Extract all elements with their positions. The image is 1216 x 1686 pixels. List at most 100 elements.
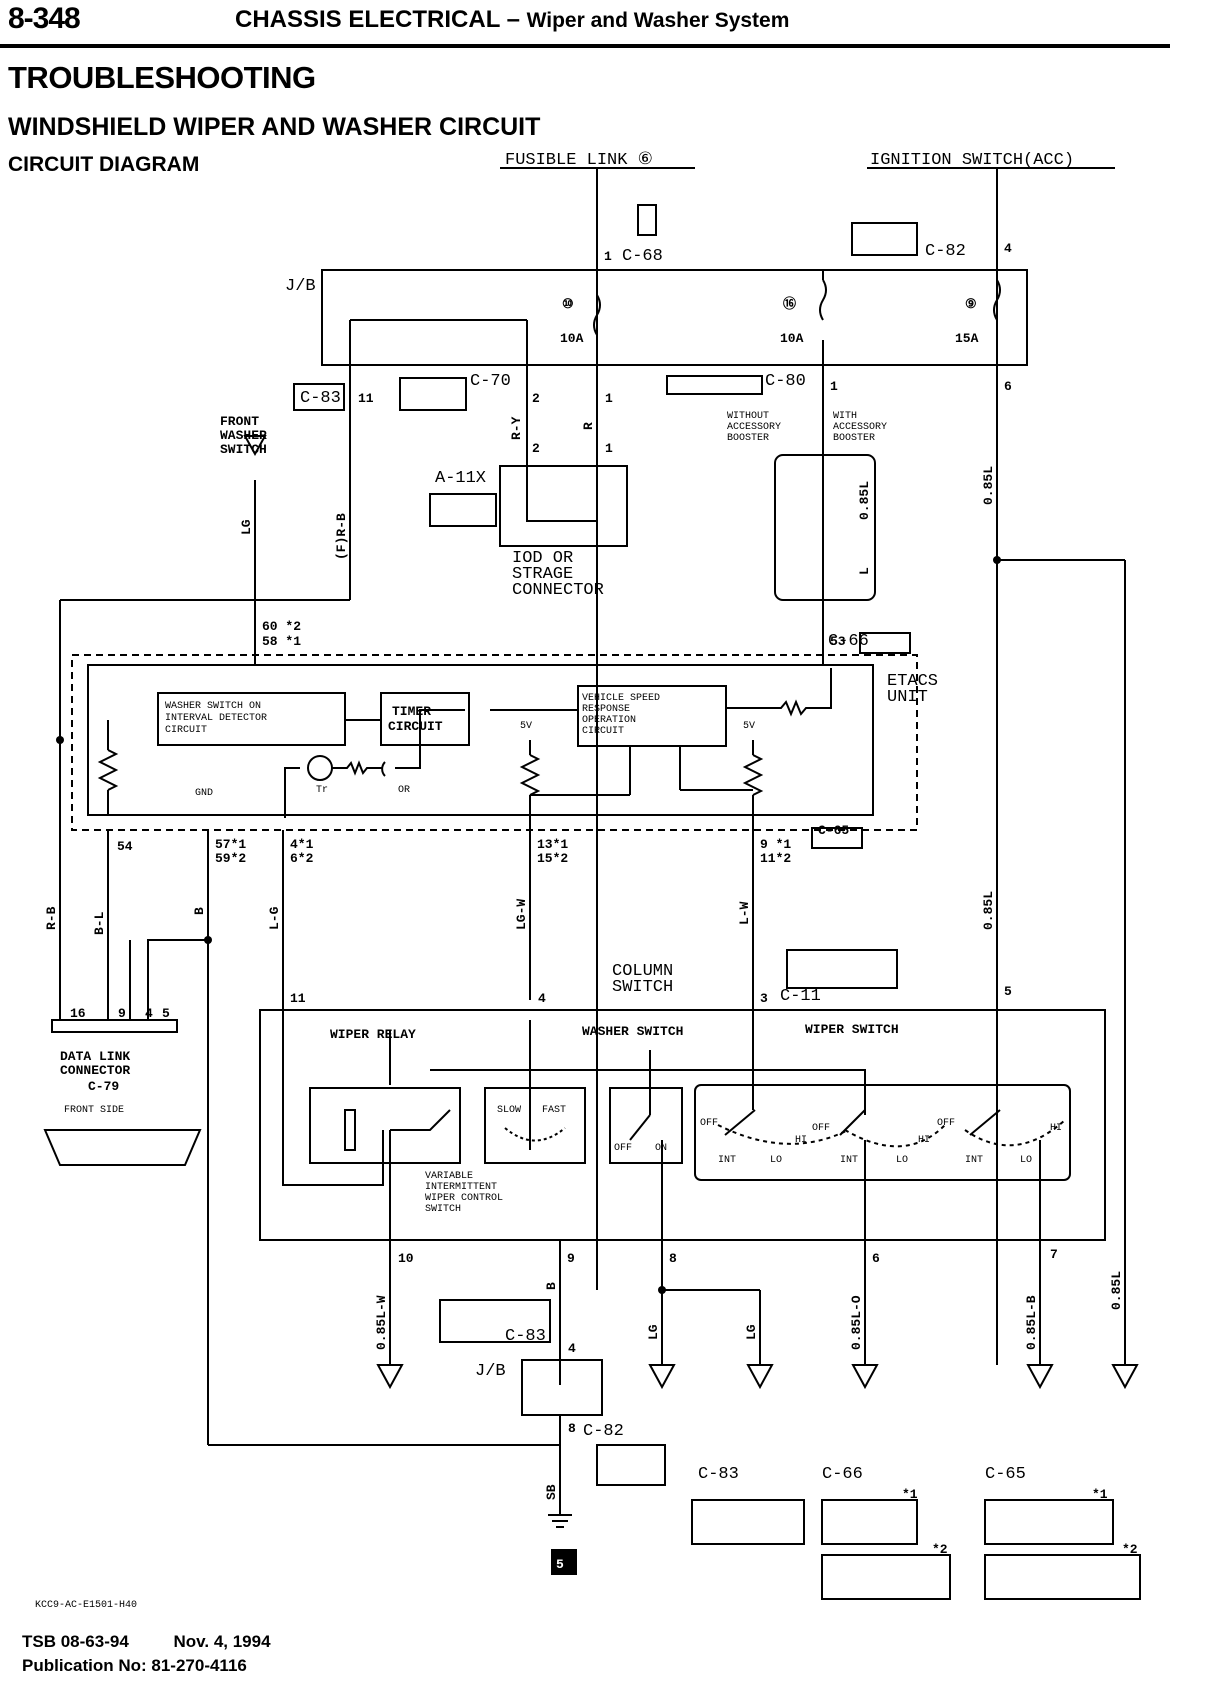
five-v-right: 5V bbox=[743, 721, 755, 732]
ground-number: 5 bbox=[556, 1557, 564, 1572]
pin-57: 57*1 bbox=[215, 837, 246, 852]
pin-2-iod: 2 bbox=[532, 441, 540, 456]
c66-note1: *1 bbox=[902, 1487, 918, 1502]
fuse10-left-num: ⑩ bbox=[562, 297, 574, 312]
iod-3: CONNECTOR bbox=[512, 581, 604, 600]
pin-54: 54 bbox=[117, 839, 133, 854]
data-link-trapezoid bbox=[43, 1129, 202, 1166]
timer-2: CIRCUIT bbox=[388, 719, 443, 734]
column-switch-1: COLUMN bbox=[612, 962, 673, 981]
pin-16-dl: 16 bbox=[70, 1006, 86, 1021]
speed-1: VEHICLE SPEED bbox=[582, 693, 660, 704]
ws-on-label: ON bbox=[655, 1143, 667, 1154]
pin-9-bottom: 9 bbox=[567, 1251, 575, 1266]
with-1: WITH bbox=[833, 411, 857, 422]
page-number: 8-348 bbox=[8, 2, 81, 35]
fusible-link-label: FUSIBLE LINK ⑥ bbox=[505, 151, 653, 170]
wsw-off-1: OFF bbox=[700, 1118, 718, 1129]
column-switch-2: SWITCH bbox=[612, 978, 673, 997]
chapter-name: CHASSIS ELECTRICAL bbox=[235, 6, 500, 33]
five-v-mid: 5V bbox=[520, 721, 532, 732]
datalink-1: DATA LINK bbox=[60, 1049, 130, 1064]
wire-label-r: R bbox=[581, 422, 596, 430]
wire-label-b: B bbox=[192, 907, 207, 915]
with-3: BOOSTER bbox=[833, 433, 875, 444]
pin-53: 53 bbox=[830, 634, 846, 649]
washer-switch-label: WASHER SWITCH bbox=[582, 1024, 683, 1039]
pin-11-etacs: 11*2 bbox=[760, 851, 791, 866]
pin-8-jb-lower: 8 bbox=[568, 1421, 576, 1436]
slow-label: SLOW bbox=[497, 1105, 521, 1116]
front-washer-1: FRONT bbox=[220, 414, 259, 429]
wire-label-l: L bbox=[857, 567, 872, 575]
ground-5-box bbox=[551, 1549, 577, 1575]
front-washer-3: SWITCH bbox=[220, 442, 267, 457]
wsw-hi-1: HI bbox=[795, 1135, 807, 1146]
pin-1-c80: 1 bbox=[830, 379, 838, 394]
wiper-relay-box bbox=[309, 1087, 461, 1164]
c66-note2: *2 bbox=[932, 1542, 948, 1557]
vehicle-speed-box bbox=[577, 685, 727, 747]
c65-ref-label: C-65 bbox=[985, 1465, 1026, 1484]
wire-label-lg-top: LG bbox=[239, 519, 254, 535]
a11x-label: A-11X bbox=[435, 469, 486, 488]
wsw-int-3: INT bbox=[965, 1155, 983, 1166]
pin-7-bottom: 7 bbox=[1050, 1247, 1058, 1262]
c68-label: C-68 bbox=[622, 247, 663, 266]
pin-9-etacs: 9 *1 bbox=[760, 837, 791, 852]
fuse-10a-right bbox=[819, 279, 827, 321]
fuse10-right-amp: 10A bbox=[780, 331, 804, 346]
c66-ref-label: C-66 bbox=[822, 1465, 863, 1484]
connector-c66-icon bbox=[859, 632, 911, 654]
etacs-2: UNIT bbox=[887, 688, 928, 707]
fuse9-num: ⑨ bbox=[965, 297, 977, 312]
wsw-hi-2: HI bbox=[918, 1135, 930, 1146]
etacs-unit-box bbox=[87, 664, 874, 816]
pin-2-c70: 2 bbox=[532, 391, 540, 406]
fuse16-num: ⑯ bbox=[783, 296, 796, 312]
datalink-2: CONNECTOR bbox=[60, 1063, 130, 1078]
fuse15-amp: 15A bbox=[955, 331, 979, 346]
c83-ref-label: C-83 bbox=[698, 1465, 739, 1484]
tsb-number: TSB 08-63-94 bbox=[22, 1632, 129, 1651]
variable-2: INTERMITTENT bbox=[425, 1182, 497, 1193]
c66-label: C-66 bbox=[828, 632, 869, 651]
gnd-label: GND bbox=[195, 788, 213, 799]
wsw-lo-3: LO bbox=[1020, 1155, 1032, 1166]
connector-c83-ref bbox=[691, 1499, 805, 1545]
wire-label-085l-mid: 0.85L bbox=[981, 891, 996, 930]
wsw-off-2: OFF bbox=[812, 1123, 830, 1134]
pin-1-c70: 1 bbox=[605, 391, 613, 406]
c83-lower-label: C-83 bbox=[505, 1327, 546, 1346]
fast-label: FAST bbox=[542, 1105, 566, 1116]
washer-switch-box bbox=[609, 1087, 683, 1164]
connector-c80-icon bbox=[666, 375, 763, 395]
detector-3: CIRCUIT bbox=[165, 725, 207, 736]
junction-block-lower bbox=[521, 1359, 603, 1416]
wire-label-frb: (F)R-B bbox=[334, 513, 349, 560]
resistor-left bbox=[97, 749, 119, 791]
variable-1: VARIABLE bbox=[425, 1171, 473, 1182]
wsw-int-2: INT bbox=[840, 1155, 858, 1166]
pin-9-dl: 9 bbox=[118, 1006, 126, 1021]
junction-block bbox=[321, 269, 1028, 366]
sub-title: CIRCUIT DIAGRAM bbox=[8, 153, 200, 176]
connector-c65-ref2 bbox=[984, 1554, 1141, 1600]
pin-4-col: 4 bbox=[538, 991, 546, 1006]
chapter-title: CHASSIS ELECTRICAL – Wiper and Washer Sy… bbox=[235, 6, 789, 34]
pin-6-etacs: 6*2 bbox=[290, 851, 314, 866]
pin-15: 15*2 bbox=[537, 851, 568, 866]
timer-1: TIMER bbox=[392, 704, 431, 719]
iod-1: IOD OR bbox=[512, 549, 573, 568]
pin-1-iod: 1 bbox=[605, 441, 613, 456]
connector-c65-icon bbox=[811, 827, 863, 849]
wire-label-ry: R-Y bbox=[509, 416, 524, 440]
c83-label: C-83 bbox=[300, 389, 341, 408]
wire-label-sb: SB bbox=[544, 1484, 559, 1500]
iod-2: STRAGE bbox=[512, 565, 573, 584]
variable-3: WIPER CONTROL bbox=[425, 1193, 503, 1204]
wiper-switch-box bbox=[694, 1084, 1071, 1181]
jb-label: J/B bbox=[285, 277, 316, 296]
fuse-15a bbox=[993, 279, 1001, 321]
wiper-switch-label: WIPER SWITCH bbox=[805, 1022, 899, 1037]
